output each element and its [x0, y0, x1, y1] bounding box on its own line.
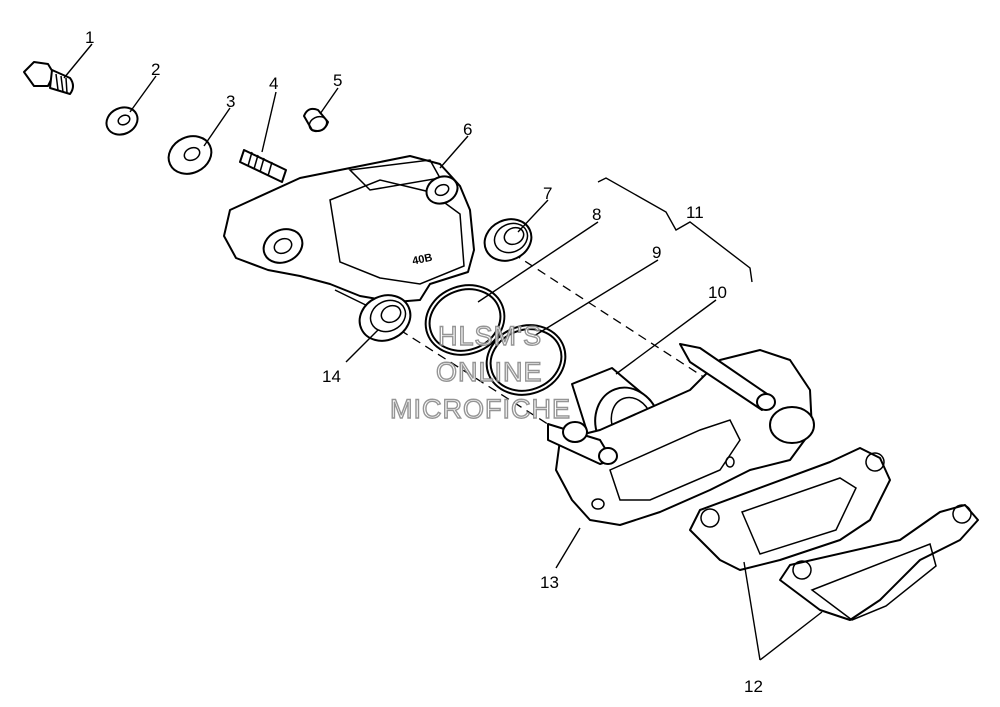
callout-9: 9 [652, 243, 661, 262]
callout-12: 12 [744, 677, 763, 696]
callout-3: 3 [226, 92, 235, 111]
caliper-marking: 40B [411, 252, 433, 268]
watermark-line-1: HLSM'S [438, 321, 542, 351]
callout-14: 14 [322, 367, 341, 386]
part-seal-ring [424, 284, 506, 356]
leader-lines [63, 43, 823, 661]
callout-4: 4 [269, 74, 278, 93]
assembly-axis-line [499, 244, 771, 421]
callout-2: 2 [151, 60, 160, 79]
part-caliper-bracket [547, 343, 815, 526]
part-caliper-body: 40B [223, 155, 475, 303]
callout-10: 10 [708, 283, 727, 302]
part-flat-washer [167, 135, 213, 175]
callout-6: 6 [463, 120, 472, 139]
part-dust-seal [485, 324, 567, 396]
watermark-line-3: MICROFICHE [390, 394, 571, 424]
callout-11: 11 [686, 203, 704, 222]
callout-1: 1 [85, 28, 94, 47]
callout-7: 7 [543, 184, 552, 203]
part-bleeder-screw [239, 149, 287, 183]
callout-13: 13 [540, 573, 559, 592]
part-bleeder-cap [303, 107, 329, 133]
group-bracket-11 [597, 177, 753, 283]
part-boot-lower [334, 289, 412, 342]
callout-5: 5 [333, 71, 342, 90]
watermark-line-2: ONLINE [436, 357, 543, 387]
part-bolt [23, 61, 74, 95]
callout-8: 8 [592, 205, 601, 224]
part-brake-pad-inner [689, 447, 891, 571]
part-brake-pad-outer [779, 504, 979, 621]
watermark: HLSM'S ONLINE MICROFICHE [389, 320, 571, 424]
part-lock-washer [105, 106, 139, 136]
